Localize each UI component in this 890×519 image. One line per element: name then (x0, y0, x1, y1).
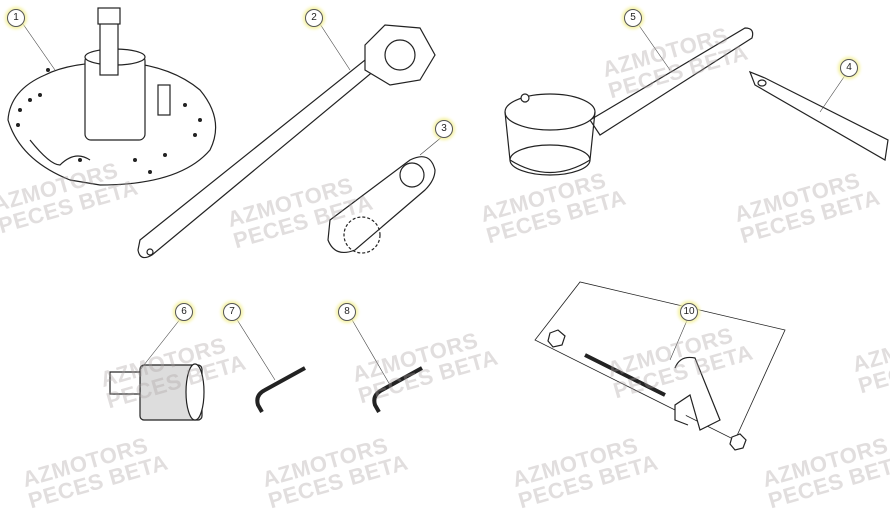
part-2-holding-wrench (137, 24, 436, 259)
part-8-hex-key (372, 366, 423, 413)
callout-1: 1 (7, 9, 25, 27)
callout-6: 6 (175, 303, 193, 321)
part-1-flywheel-puller (7, 7, 217, 186)
callout-3: 3 (435, 120, 453, 138)
callout-10: 10 (680, 303, 698, 321)
callout-2: 2 (305, 9, 323, 27)
callout-4: 4 (840, 59, 858, 77)
part-3-sprocket-tool (327, 156, 436, 254)
callout-7: 7 (223, 303, 241, 321)
callout-5: 5 (624, 9, 642, 27)
part-5-clutch-wrench (504, 27, 754, 176)
part-7-hex-key (255, 366, 306, 413)
part-4-lever (748, 70, 889, 161)
callout-8: 8 (338, 303, 356, 321)
part-10-kit (534, 281, 786, 451)
part-6-adapter (109, 363, 205, 421)
